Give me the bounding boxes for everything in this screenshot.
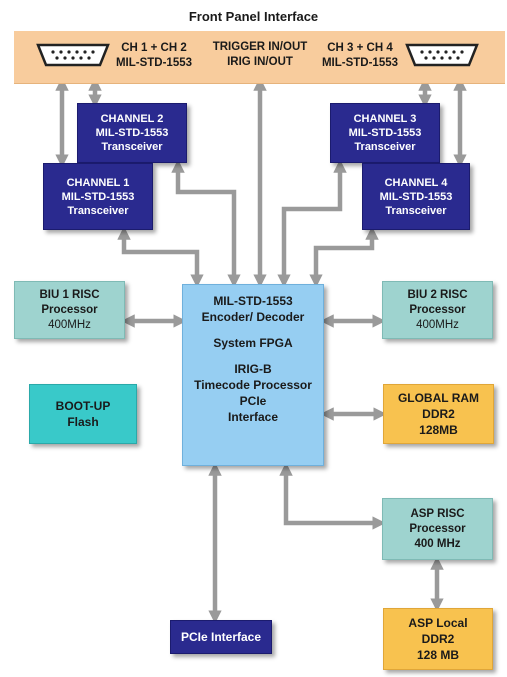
global-ram-ddr2: GLOBAL RAM DDR2 128MB: [383, 384, 494, 444]
biu1-risc-processor: BIU 1 RISC Processor 400MHz: [14, 281, 125, 339]
panel-label-ch3-ch4: CH 3 + CH 4 MIL-STD-1553: [321, 42, 399, 69]
arrow-ch1-fpga: [117, 226, 204, 288]
channel-3-transceiver: CHANNEL 3 MIL-STD-1553 Transceiver: [330, 103, 440, 163]
arrow-ch4-fpga: [309, 226, 379, 288]
biu2-risc-processor: BIU 2 RISC Processor 400MHz: [382, 281, 493, 339]
asp-risc-processor: ASP RISC Processor 400 MHz: [382, 498, 493, 560]
panel-label-ch1-ch2: CH 1 + CH 2 MIL-STD-1553: [115, 42, 193, 69]
arrow-ch3-fpga: [277, 159, 347, 288]
channel-1-transceiver: CHANNEL 1 MIL-STD-1553 Transceiver: [43, 163, 153, 230]
channel-2-transceiver: CHANNEL 2 MIL-STD-1553 Transceiver: [77, 103, 187, 163]
channel-4-transceiver: CHANNEL 4 MIL-STD-1553 Transceiver: [362, 163, 470, 230]
asp-local-ddr2: ASP Local DDR2 128 MB: [383, 608, 493, 670]
arrow-fpga-asprisc: [279, 462, 386, 530]
arrow-ch2-fpga: [171, 159, 241, 288]
diagram-title: Front Panel Interface: [188, 9, 319, 24]
db-connector-right-icon: [405, 43, 479, 67]
pcie-interface: PCIe Interface: [170, 620, 272, 654]
panel-label-trigger-irig: TRIGGER IN/OUT IRIG IN/OUT: [212, 41, 308, 68]
bootup-flash: BOOT-UP Flash: [29, 384, 137, 444]
system-fpga: MIL-STD-1553 Encoder/ Decoder System FPG…: [182, 284, 324, 466]
front-panel: CH 1 + CH 2 MIL-STD-1553 TRIGGER IN/OUT …: [14, 31, 505, 84]
db-connector-left-icon: [36, 43, 110, 67]
